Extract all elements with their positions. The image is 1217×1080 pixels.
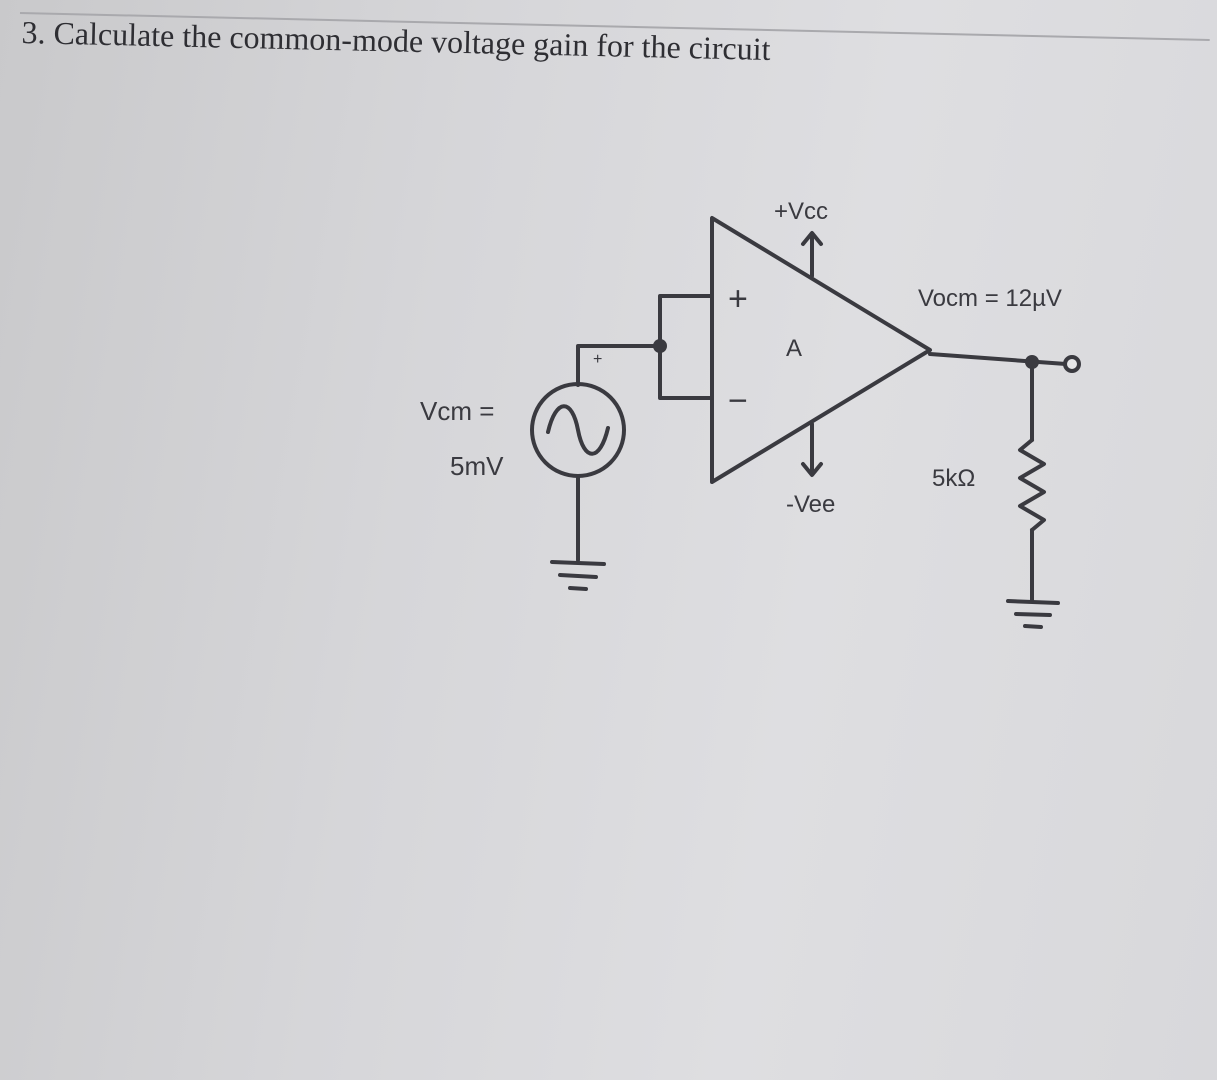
source-value-label: Vcm =	[420, 396, 494, 426]
load-ground-bar1	[1006, 599, 1060, 605]
vcc-arrow	[801, 231, 823, 246]
amp-gain-label: A	[786, 335, 802, 362]
load-ground-bar2	[1014, 612, 1052, 617]
input-junction-dot	[653, 339, 667, 353]
ac-source-circle	[530, 382, 626, 478]
vcc-label: +Vcc	[774, 198, 828, 225]
resistor-zigzag	[1018, 438, 1046, 532]
noninverting-wire	[658, 294, 714, 348]
source-polarity-sign: +	[593, 351, 602, 368]
vee-label: -Vee	[786, 491, 835, 518]
vee-arrow	[801, 462, 823, 477]
source-value: 5mV	[450, 451, 504, 481]
source-ground-bar2	[558, 573, 598, 579]
source-wire	[576, 344, 662, 387]
output-voltage-label: Vocm = 12µV	[918, 285, 1062, 312]
inverting-sign: −	[728, 382, 748, 420]
output-wire	[928, 352, 1068, 366]
ac-source-sine	[546, 404, 610, 456]
output-junction-dot	[1025, 355, 1039, 369]
source-ground-bar3	[568, 586, 588, 591]
resistor-label: 5kΩ	[932, 465, 975, 492]
output-terminal	[1063, 355, 1081, 373]
inverting-wire	[658, 344, 714, 400]
opamp-triangle	[710, 216, 932, 484]
load-ground-bar3	[1023, 624, 1043, 629]
noninverting-sign: +	[728, 280, 748, 318]
source-ground-bar1	[550, 560, 606, 566]
